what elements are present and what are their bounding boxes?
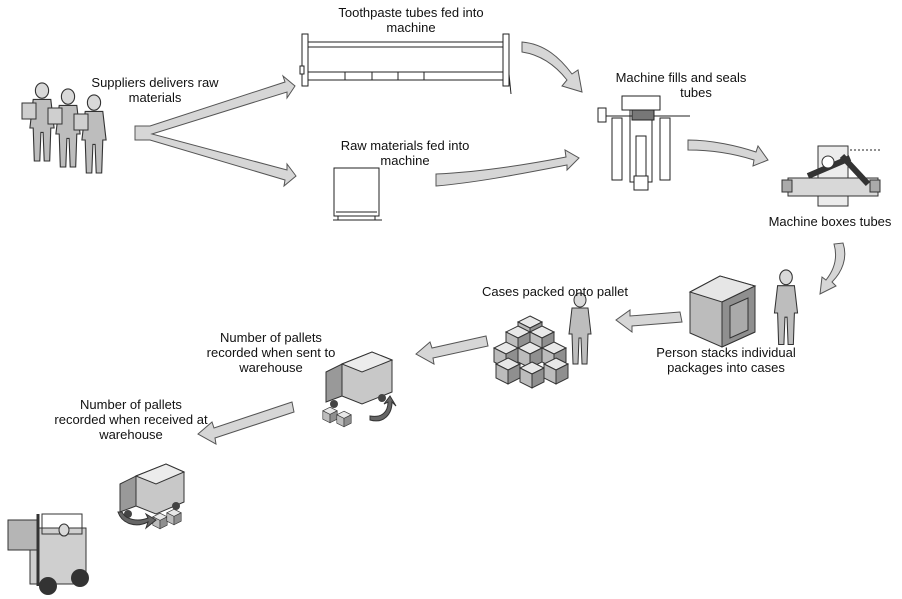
truck-sent-icon <box>322 351 397 428</box>
arrow-sent-to-received <box>197 401 295 445</box>
packer-person-icon <box>773 269 799 346</box>
raw-material-machine-icon <box>333 167 382 221</box>
label-sent: Number of pallets recorded when sent to … <box>206 330 336 375</box>
arrow-stack-to-pallet <box>615 309 683 333</box>
label-boxes: Machine boxes tubes <box>768 214 892 229</box>
label-fill-seal: Machine fills and seals tubes <box>615 70 747 100</box>
label-cases-pallet: Cases packed onto pallet <box>482 284 628 299</box>
arrow-filler-to-boxer <box>687 139 769 167</box>
label-person-stacks: Person stacks individual packages into c… <box>656 345 796 375</box>
fill-seal-machine-icon <box>597 95 690 191</box>
pallet-person-icon <box>568 292 592 365</box>
pallet-cases-icon <box>493 315 569 389</box>
tube-conveyor-icon <box>299 33 512 95</box>
arrow-boxer-to-person <box>819 242 846 295</box>
label-raw-fed: Raw materials fed into machine <box>340 138 470 168</box>
supplier-branch-arrow <box>134 74 297 188</box>
truck-received-icon <box>117 463 186 530</box>
label-received: Number of pallets recorded when received… <box>54 397 208 442</box>
arrow-raw-to-filler <box>435 149 580 187</box>
arrow-tubes-to-filler <box>521 41 583 93</box>
suppliers-people-icon <box>21 82 107 174</box>
boxing-machine-icon <box>781 145 881 207</box>
label-suppliers: Suppliers delivers raw materials <box>91 75 219 105</box>
arrow-pallet-to-truck <box>415 335 489 365</box>
large-case-icon <box>688 275 757 348</box>
label-tubes-fed: Toothpaste tubes fed into machine <box>338 5 484 35</box>
forklift-icon <box>7 513 89 595</box>
